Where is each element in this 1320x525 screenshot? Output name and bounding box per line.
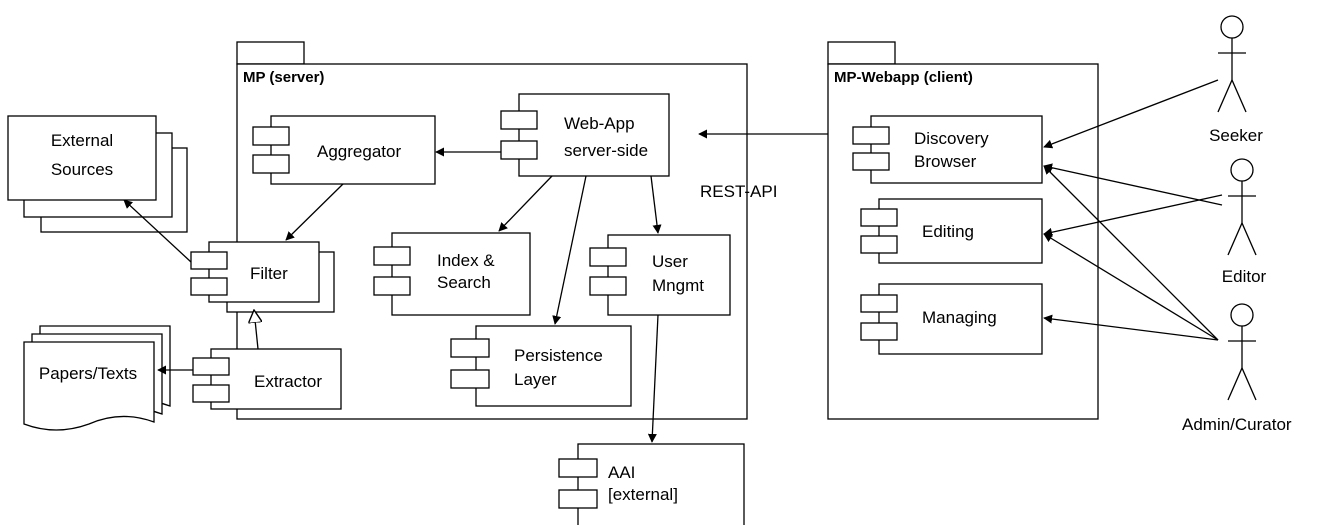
persistence-port-bottom xyxy=(450,369,490,389)
aggregator-component: Aggregator xyxy=(252,115,436,185)
webapp-to-user-mgmt-arrow xyxy=(650,175,662,234)
persistence-port-top xyxy=(450,338,490,358)
webapp-port-top xyxy=(500,110,538,130)
discovery-browser-component: Discovery Browser xyxy=(852,115,1043,184)
user-mgmt-component: User Mngmt xyxy=(589,234,731,316)
editor-actor: Editor xyxy=(1222,158,1267,286)
client-package-tab xyxy=(827,41,896,65)
filter-component: Filter xyxy=(190,241,335,313)
webapp-label-line-2: server-side xyxy=(564,141,648,160)
managing-label: Managing xyxy=(922,308,997,327)
managing-port-bottom xyxy=(860,322,898,341)
aggregator-label: Aggregator xyxy=(317,142,401,161)
admin-curator-actor: Admin/Curator xyxy=(1182,303,1292,434)
aggregator-port-top xyxy=(252,126,290,146)
connectors xyxy=(123,79,1223,443)
webapp-label-line-1: Web-App xyxy=(564,114,635,133)
papers-texts-label: Papers/Texts xyxy=(39,364,137,383)
seeker-actor: Seeker xyxy=(1209,15,1263,145)
user-mgmt-port-bottom xyxy=(589,276,627,296)
webapp-to-persistence-arrow xyxy=(552,175,587,325)
admin-to-managing-arrow xyxy=(1043,314,1219,341)
extractor-component: Extractor xyxy=(192,348,342,410)
discovery-port-bottom xyxy=(852,152,890,171)
webapp-to-index-arrow xyxy=(498,175,553,232)
persistence-layer-component: Persistence Layer xyxy=(450,325,632,407)
external-sources: External Sources xyxy=(7,115,188,233)
aai-label-line-2: [external] xyxy=(608,485,678,504)
user-mgmt-to-aai-arrow xyxy=(647,314,659,443)
server-package-tab xyxy=(236,41,305,65)
editor-label: Editor xyxy=(1222,267,1267,286)
client-package-label: MP-Webapp (client) xyxy=(834,69,973,86)
aai-label-line-1: AAI xyxy=(608,463,635,482)
index-search-component: Index & Search xyxy=(373,232,531,316)
editor-actor-icon xyxy=(1227,158,1257,256)
user-mgmt-label-line-1: User xyxy=(652,252,688,271)
editing-port-bottom xyxy=(860,235,898,254)
seeker-label: Seeker xyxy=(1209,126,1263,145)
user-mgmt-port-top xyxy=(589,247,627,267)
editing-port-top xyxy=(860,208,898,227)
server-package-label: MP (server) xyxy=(243,69,324,86)
admin-to-editing-arrow xyxy=(1043,233,1219,341)
editor-to-editing-arrow xyxy=(1043,194,1223,237)
rest-api-label: REST-API xyxy=(700,182,777,201)
persistence-label-line-1: Persistence xyxy=(514,346,603,365)
papers-texts: Papers/Texts xyxy=(23,325,171,431)
seeker-actor-icon xyxy=(1217,15,1247,113)
webapp-server-component: Web-App server-side xyxy=(500,93,670,177)
external-sources-line-2: Sources xyxy=(51,160,113,179)
discovery-label-line-1: Discovery xyxy=(914,129,989,148)
admin-curator-label: Admin/Curator xyxy=(1182,415,1292,434)
managing-component: Managing xyxy=(860,283,1043,355)
aai-component: AAI [external] xyxy=(558,443,745,525)
persistence-label-line-2: Layer xyxy=(514,370,557,389)
managing-port-top xyxy=(860,294,898,313)
index-label-line-1: Index & xyxy=(437,251,495,270)
index-port-bottom xyxy=(373,276,411,296)
index-label-line-2: Search xyxy=(437,273,491,292)
seeker-to-discovery-arrow xyxy=(1043,79,1219,149)
editing-component: Editing xyxy=(860,198,1043,264)
webapp-port-bottom xyxy=(500,140,538,160)
external-sources-line-1: External xyxy=(51,131,113,150)
extractor-label: Extractor xyxy=(254,372,322,391)
extractor-port-top xyxy=(192,357,230,376)
aai-port-top xyxy=(558,458,598,478)
discovery-port-top xyxy=(852,126,890,145)
aggregator-port-bottom xyxy=(252,154,290,174)
filter-port-top xyxy=(190,251,228,270)
discovery-label-line-2: Browser xyxy=(914,152,977,171)
admin-to-discovery-arrow xyxy=(1043,165,1219,341)
index-port-top xyxy=(373,246,411,266)
extractor-inherits-filter-arrow xyxy=(254,310,258,350)
filter-to-external-sources-arrow xyxy=(123,199,192,263)
aggregator-to-filter-arrow xyxy=(285,183,344,241)
filter-port-bottom xyxy=(190,277,228,296)
admin-curator-actor-icon xyxy=(1227,303,1257,401)
user-mgmt-label-line-2: Mngmt xyxy=(652,276,704,295)
editor-to-discovery-arrow xyxy=(1043,163,1223,206)
filter-label: Filter xyxy=(250,264,288,283)
extractor-port-bottom xyxy=(192,384,230,403)
aai-port-bottom xyxy=(558,489,598,509)
editing-label: Editing xyxy=(922,222,974,241)
